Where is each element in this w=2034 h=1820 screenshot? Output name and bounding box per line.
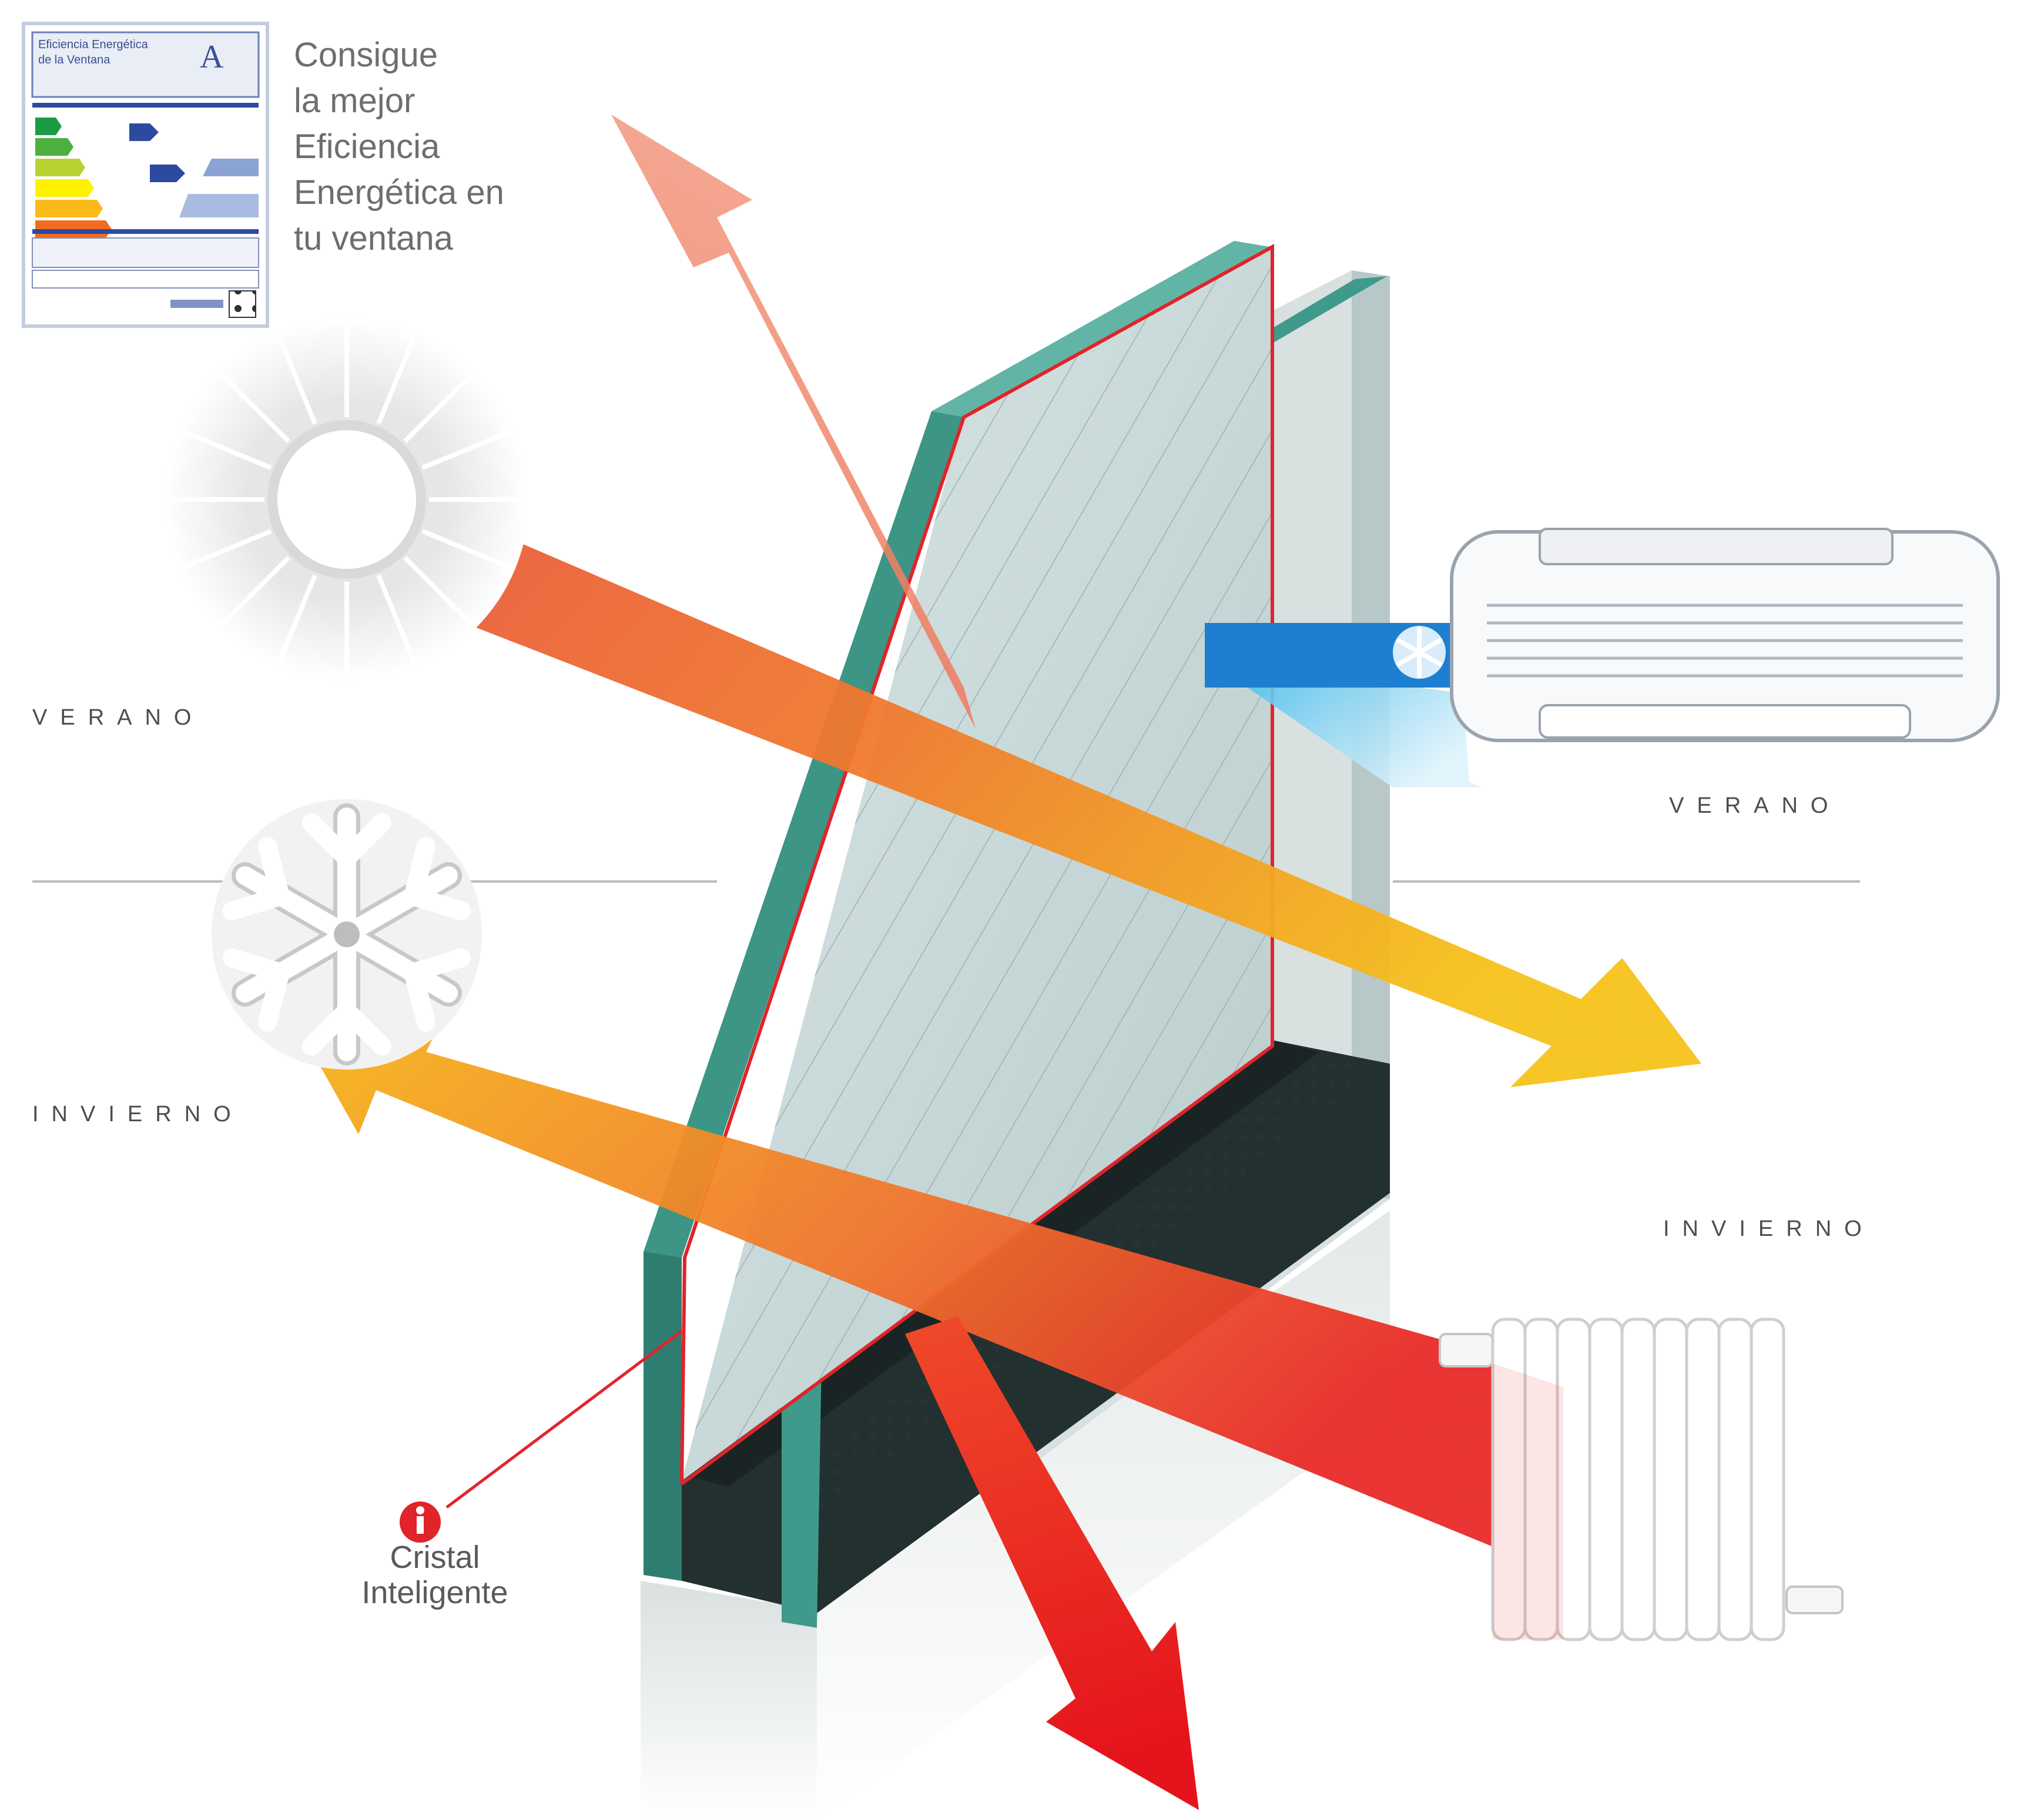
air-conditioner-icon: [1205, 528, 2000, 787]
snowflake-icon: [212, 799, 482, 1070]
retained-heat-down-arrow: [905, 1316, 1199, 1810]
summer-label-right: VERANO: [1669, 793, 1841, 818]
info-icon: [400, 1501, 441, 1543]
headline-line-4: Energética en: [294, 173, 504, 212]
caption-line-1: Cristal: [390, 1540, 480, 1575]
headline-line-3: Eficiencia: [294, 128, 440, 166]
reflected-heat-up-arrow: [611, 115, 976, 729]
summer-sun-heat-arrow: [411, 511, 1701, 1087]
summer-label-left: VERANO: [32, 705, 205, 730]
energy-label-icon: Eficiencia Energética de la Ventana A: [22, 22, 269, 328]
winter-label-left: INVIERNO: [32, 1102, 244, 1127]
info-callout-line: [445, 1330, 683, 1509]
headline-line-1: Consigue: [294, 36, 438, 74]
sun-icon: [165, 317, 529, 682]
winter-heat-arrow: [306, 1011, 1504, 1551]
headline: Consigue la mejor Eficiencia Energética …: [294, 32, 599, 262]
front-glass-edge: [644, 241, 1269, 1581]
low-e-coating-line: [680, 243, 1274, 1486]
radiator-icon: [1439, 1318, 1844, 1641]
headline-line-5: tu ventana: [294, 219, 453, 257]
headline-line-2: la mejor: [294, 82, 415, 120]
svg-text:de la Ventana: de la Ventana: [38, 53, 110, 66]
caption-line-2: Inteligente: [361, 1575, 508, 1610]
svg-text:A: A: [200, 39, 224, 75]
svg-text:Eficiencia Energética: Eficiencia Energética: [38, 38, 149, 51]
winter-label-right: INVIERNO: [1663, 1216, 1875, 1241]
smart-glass-caption: Cristal Inteligente: [317, 1540, 552, 1610]
